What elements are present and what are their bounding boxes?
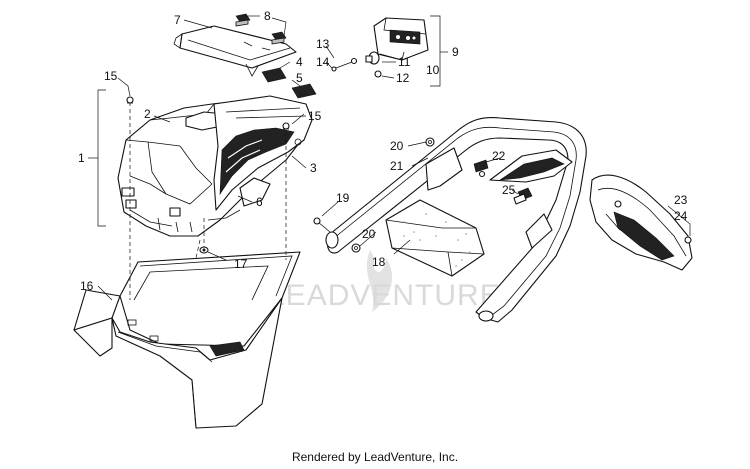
part-24-screw xyxy=(684,236,692,244)
part-20-nut-b xyxy=(351,243,361,253)
part-11-bulb xyxy=(365,51,380,65)
part-21-grab-bar xyxy=(325,116,587,323)
group-9-bracket xyxy=(430,15,441,87)
callout-16: 16 xyxy=(80,279,94,293)
callout-20-a: 20 xyxy=(390,139,404,153)
callout-13: 13 xyxy=(316,37,330,51)
callout-8: 8 xyxy=(264,9,271,23)
part-19-bolt xyxy=(313,217,331,233)
part-12-socket xyxy=(374,70,382,78)
callout-24: 24 xyxy=(674,209,688,223)
callout-2: 2 xyxy=(144,107,151,121)
callout-11: 11 xyxy=(398,55,411,69)
watermark-text: LEADVENTURE xyxy=(268,279,501,312)
callout-15-a: 15 xyxy=(104,69,118,83)
part-25-bushing xyxy=(513,187,533,205)
part-10-tail-light xyxy=(373,17,429,61)
callout-22: 22 xyxy=(492,149,506,163)
callout-21: 21 xyxy=(390,159,404,173)
leadventure-watermark: LEADVENTURE xyxy=(268,250,501,312)
part-23-fender xyxy=(589,174,693,271)
callout-23: 23 xyxy=(674,193,688,207)
part-15-screw-a xyxy=(126,96,134,104)
callout-25: 25 xyxy=(502,183,516,197)
part-5-pad xyxy=(291,83,317,99)
callout-1: 1 xyxy=(78,151,85,165)
callout-20-b: 20 xyxy=(362,227,376,241)
callout-9: 9 xyxy=(452,45,459,59)
part-2-seat-cowl xyxy=(117,95,313,237)
part-22-clip xyxy=(473,159,489,178)
callout-10: 10 xyxy=(426,63,440,77)
callout-5: 5 xyxy=(296,71,303,85)
part-18-foam-pad xyxy=(385,199,485,277)
callout-labels: 7 8 4 5 15 2 15 1 3 6 17 16 13 14 11 12 … xyxy=(78,9,688,293)
callout-6: 6 xyxy=(256,195,263,209)
callout-14: 14 xyxy=(316,55,330,69)
part-8-clips xyxy=(235,13,287,45)
part-16-lower-housing xyxy=(73,251,301,429)
part-20-nut-a xyxy=(425,137,435,147)
part-7-cover-plate xyxy=(173,25,297,77)
part-15-screw-b xyxy=(282,122,290,130)
part-17-fastener xyxy=(199,246,209,254)
callout-3: 3 xyxy=(310,161,317,175)
callout-12: 12 xyxy=(396,71,410,85)
align-line-6 xyxy=(195,239,201,259)
group-1-bracket xyxy=(97,89,106,227)
bar-trim-strip xyxy=(489,149,573,183)
part-4-pad xyxy=(261,67,287,83)
callout-7: 7 xyxy=(174,13,181,27)
callout-17: 17 xyxy=(234,257,248,271)
callout-19: 19 xyxy=(336,191,350,205)
part-13-14-screw xyxy=(331,57,358,72)
callout-4: 4 xyxy=(296,55,303,69)
leader-lines xyxy=(97,15,691,301)
callout-18: 18 xyxy=(372,255,386,269)
footer-credit: Rendered by LeadVenture, Inc. xyxy=(291,450,459,464)
callout-15-b: 15 xyxy=(308,109,322,123)
